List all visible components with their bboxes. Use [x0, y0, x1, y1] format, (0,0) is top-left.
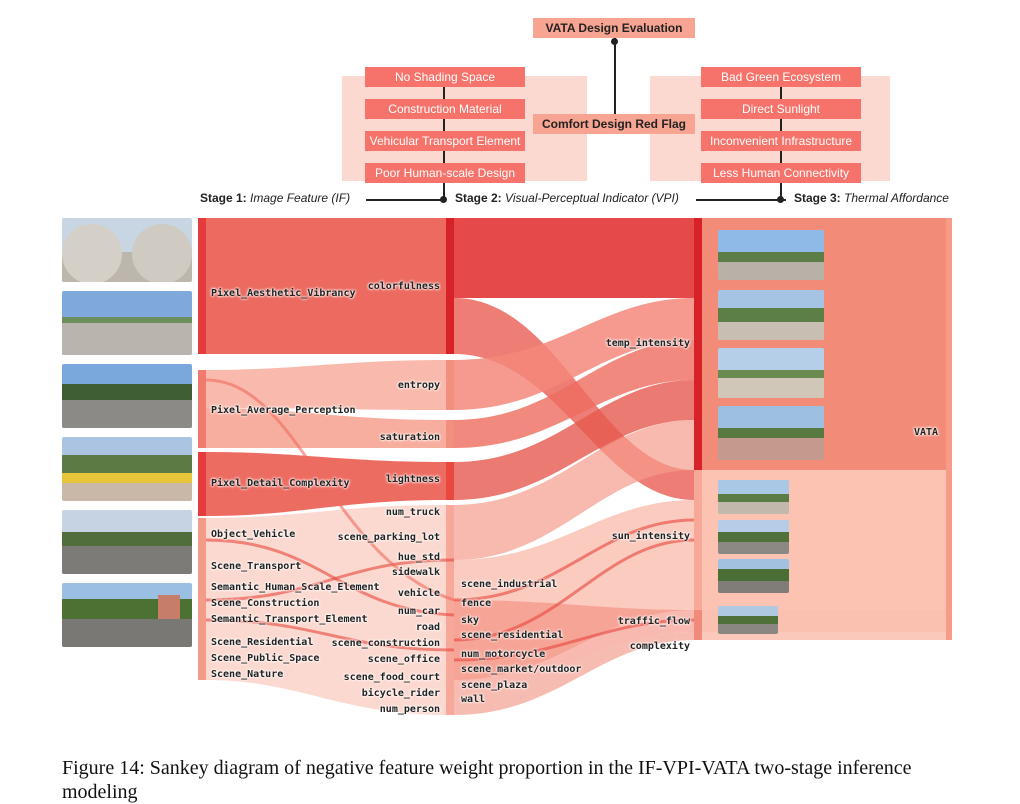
- if-label-3: Pixel_Detail_Complexity: [211, 478, 350, 489]
- panorama-thumbnail-6: [62, 583, 192, 647]
- right-box-1: Bad Green Ecosystem: [701, 67, 861, 87]
- feature-label-entropy: entropy: [397, 380, 440, 391]
- feature-label-colorfulness: colorfulness: [367, 281, 440, 292]
- feature-node-others: [446, 505, 454, 715]
- flow-lightness-to-temp: [454, 380, 694, 500]
- left-box-4: Poor Human-scale Design: [365, 163, 525, 183]
- feature-label-scene-construction: scene_construction: [331, 638, 440, 649]
- vpi-label-traffic-flow: traffic_flow: [617, 616, 690, 627]
- stage2-label: Stage 2: Visual-Perceptual Indicator (VP…: [455, 191, 679, 205]
- comfort-design-red-flag-box: Comfort Design Red Flag: [533, 114, 695, 134]
- if-label-4: Object_Vehicle: [211, 529, 296, 540]
- vata-thumbnail-3: [718, 348, 824, 398]
- feature-label-sky: sky: [461, 615, 480, 626]
- vpi-node-temp-intensity: [694, 218, 702, 470]
- feature-label-scene-food-court: scene_food_court: [343, 672, 440, 683]
- if-label-8: Semantic_Transport_Element: [211, 614, 368, 625]
- flow-saturation-to-temp: [454, 340, 694, 448]
- if-node-group-lower: [198, 518, 206, 680]
- panorama-thumbnail-4: [62, 437, 192, 501]
- stage-axis-line-2: [696, 199, 786, 201]
- if-label-5: Scene_Transport: [211, 561, 302, 572]
- feature-label-hue-std: hue_std: [397, 552, 440, 563]
- feature-label-scene-market-outdoor: scene_market/outdoor: [461, 664, 582, 675]
- if-label-10: Scene_Public_Space: [211, 653, 320, 664]
- vpi-node-sun-intensity: [694, 470, 702, 610]
- stage2-dot: [440, 196, 447, 203]
- figure-caption: Figure 14: Sankey diagram of negative fe…: [62, 757, 912, 803]
- feature-label-scene-office: scene_office: [367, 654, 440, 665]
- if-label-7: Scene_Construction: [211, 598, 320, 609]
- vpi-label-complexity: complexity: [629, 641, 690, 652]
- vata-thumbnail-6: [718, 520, 789, 554]
- right-box-3: Inconvenient Infrastructure: [701, 131, 861, 151]
- feature-label-num-car: num_car: [397, 606, 440, 617]
- panorama-thumbnail-2: [62, 291, 192, 355]
- feature-label-lightness: lightness: [385, 474, 440, 485]
- vpi-label-sun-intensity: sun_intensity: [611, 531, 690, 542]
- if-label-6: Semantic_Human_Scale_Element: [211, 582, 380, 593]
- stage3-dot: [777, 196, 784, 203]
- connector-top-dot: [611, 38, 618, 45]
- flow-entropy-to-temp: [454, 298, 694, 410]
- flow-colorfulness-to-temp: [454, 218, 694, 298]
- feature-label-scene-industrial: scene_industrial: [461, 579, 558, 590]
- if-label-2: Pixel_Average_Perception: [211, 405, 356, 416]
- vata-thumbnail-8: [718, 606, 778, 634]
- vata-thumbnail-2: [718, 290, 824, 340]
- output-label-vata: VATA: [914, 427, 939, 438]
- vpi-node-complexity: [694, 632, 702, 640]
- left-box-1: No Shading Space: [365, 67, 525, 87]
- feature-label-num-truck: num_truck: [385, 507, 440, 518]
- feature-label-scene-plaza: scene_plaza: [461, 680, 528, 691]
- feature-label-num-motorcycle: num_motorcycle: [461, 649, 546, 660]
- if-node-pixel-detail-complexity: [198, 452, 206, 516]
- right-box-2: Direct Sunlight: [701, 99, 861, 119]
- if-node-pixel-average-perception: [198, 370, 206, 448]
- vata-thumbnail-5: [718, 480, 789, 514]
- feature-label-road: road: [415, 622, 440, 633]
- connector-top: [614, 38, 616, 116]
- feature-node-saturation: [446, 420, 454, 448]
- if-node-pixel-aesthetic-vibrancy: [198, 218, 206, 354]
- feature-label-bicycle-rider: bicycle_rider: [361, 688, 440, 699]
- vpi-label-temp-intensity: temp_intensity: [605, 338, 690, 349]
- feature-label-fence: fence: [461, 598, 492, 609]
- feature-label-wall: wall: [461, 694, 486, 705]
- if-label-1: Pixel_Aesthetic_Vibrancy: [211, 288, 356, 299]
- if-label-11: Scene_Nature: [211, 669, 284, 680]
- feature-label-scene-residential: scene_residential: [461, 630, 564, 641]
- right-box-4: Less Human Connectivity: [701, 163, 861, 183]
- feature-node-lightness: [446, 462, 454, 500]
- panorama-thumbnail-3: [62, 364, 192, 428]
- panorama-thumbnail-1: [62, 218, 192, 282]
- feature-node-colorfulness: [446, 218, 454, 354]
- vata-thumbnail-1: [718, 230, 824, 280]
- panorama-thumbnail-5: [62, 510, 192, 574]
- feature-label-scene-parking-lot: scene_parking_lot: [337, 532, 440, 543]
- feature-label-sidewalk: sidewalk: [391, 567, 440, 578]
- feature-label-num-person: num_person: [379, 704, 440, 715]
- stage1-label: Stage 1: Image Feature (IF): [200, 191, 351, 205]
- flow-colorfulness-to-sun: [454, 298, 694, 500]
- stage-axis-line-1: [366, 199, 446, 201]
- vata-thumbnail-4: [718, 406, 824, 460]
- feature-label-vehicle: vehicle: [397, 588, 440, 599]
- vpi-node-traffic-flow: [694, 610, 702, 632]
- vata-design-evaluation-box: VATA Design Evaluation: [533, 18, 695, 38]
- vata-thumbnail-7: [718, 559, 789, 593]
- feature-node-entropy: [446, 360, 454, 410]
- left-box-2: Construction Material: [365, 99, 525, 119]
- left-box-3: Vehicular Transport Element: [365, 131, 525, 151]
- output-vata-node: [946, 218, 952, 640]
- if-label-9: Scene_Residential: [211, 637, 314, 648]
- feature-label-saturation: saturation: [379, 432, 440, 443]
- stage3-label: Stage 3: Thermal Affordance: [794, 191, 949, 205]
